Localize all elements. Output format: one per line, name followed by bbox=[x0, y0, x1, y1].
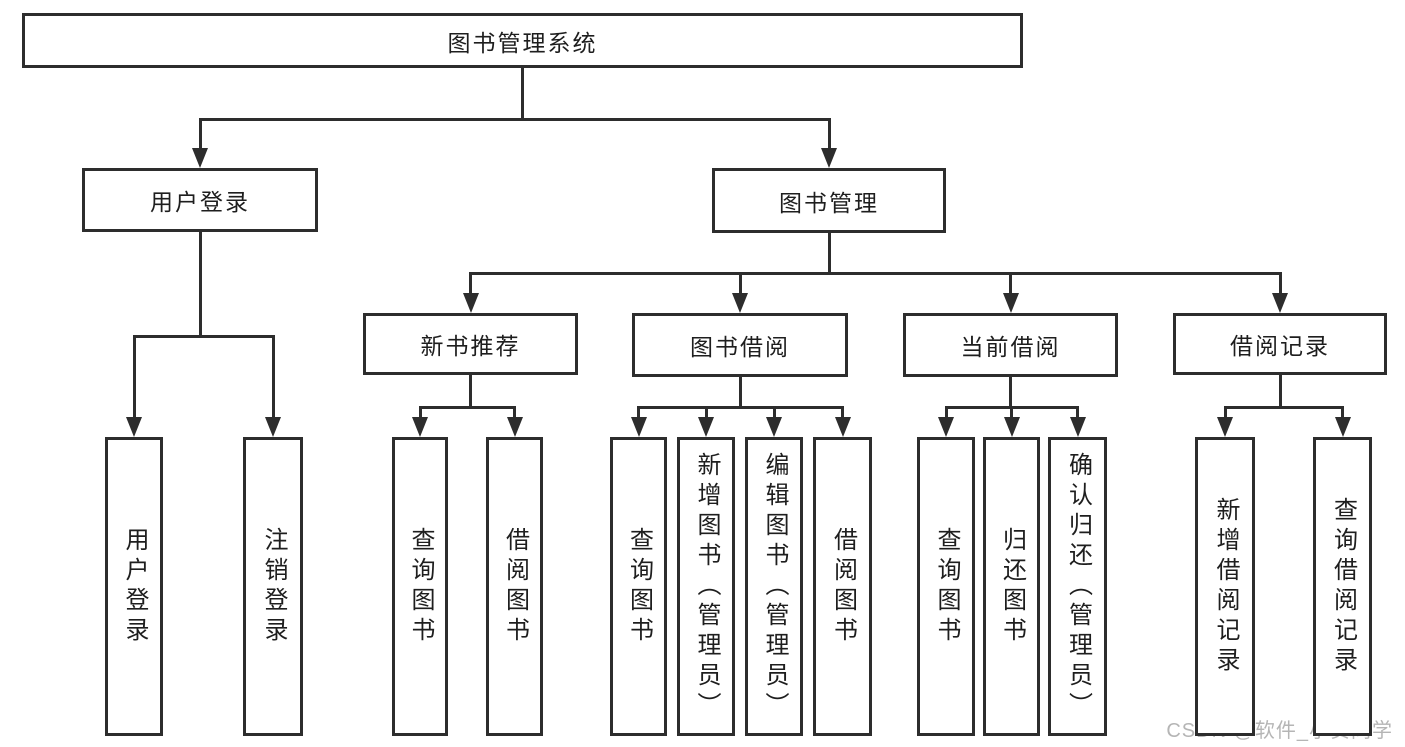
connector-drop-leaf-user-login bbox=[132, 336, 136, 423]
connector-stem-current-borrow bbox=[1009, 375, 1012, 407]
node-book-borrow: 图书借阅 bbox=[632, 313, 848, 377]
connector-drop-book-borrow bbox=[738, 273, 742, 299]
connector-stem-new-book-recommend bbox=[469, 373, 472, 407]
arrow-down-icon bbox=[1002, 293, 1019, 313]
node-label-leaf-edit-book: 编辑图书（管理员） bbox=[761, 451, 788, 722]
node-label-current-borrow: 当前借阅 bbox=[960, 334, 1061, 360]
node-leaf-query-book-1: 查询图书 bbox=[392, 437, 448, 736]
connector-stem-root bbox=[521, 66, 524, 119]
connector-stem-book-borrow bbox=[738, 375, 742, 407]
arrow-down-icon bbox=[698, 417, 714, 437]
node-current-borrow: 当前借阅 bbox=[903, 313, 1118, 377]
connector-stem-borrow-record bbox=[1278, 373, 1282, 407]
arrow-down-icon bbox=[834, 417, 851, 437]
arrow-down-icon bbox=[1334, 417, 1351, 437]
arrow-down-icon bbox=[1069, 417, 1086, 437]
node-label-leaf-logout: 注销登录 bbox=[260, 526, 287, 647]
connector-bar-new-book-recommend bbox=[418, 405, 516, 409]
node-label-new-book-recommend: 新书推荐 bbox=[420, 333, 521, 359]
node-leaf-add-borrow-record: 新增借阅记录 bbox=[1195, 437, 1255, 736]
arrow-down-icon bbox=[412, 417, 428, 437]
node-label-borrow-record: 借阅记录 bbox=[1230, 333, 1330, 359]
connector-drop-leaf-query-book-2 bbox=[637, 407, 640, 423]
connector-drop-new-book-recommend bbox=[469, 273, 472, 299]
node-new-book-recommend: 新书推荐 bbox=[363, 313, 578, 375]
arrow-down-icon bbox=[265, 417, 281, 437]
node-label-book-manage: 图书管理 bbox=[779, 189, 879, 216]
connector-bar-book-manage bbox=[469, 271, 1282, 275]
arrow-down-icon bbox=[821, 148, 837, 168]
node-leaf-query-borrow-record: 查询借阅记录 bbox=[1313, 437, 1372, 736]
connector-drop-user-login bbox=[198, 119, 202, 154]
connector-drop-book-manage bbox=[827, 119, 831, 154]
connector-drop-leaf-borrow-book-1 bbox=[513, 407, 516, 423]
arrow-down-icon bbox=[462, 293, 479, 313]
connector-bar-book-borrow bbox=[637, 405, 844, 409]
arrow-down-icon bbox=[506, 417, 523, 437]
arrow-down-icon bbox=[766, 417, 782, 437]
node-label-leaf-borrow-book-1: 借阅图书 bbox=[501, 526, 529, 647]
connector-drop-leaf-edit-book bbox=[772, 407, 776, 423]
node-book-manage: 图书管理 bbox=[712, 168, 946, 233]
node-leaf-query-book-3: 查询图书 bbox=[917, 437, 975, 736]
node-leaf-query-book-2: 查询图书 bbox=[610, 437, 667, 736]
node-label-leaf-add-borrow-record: 新增借阅记录 bbox=[1212, 496, 1239, 677]
node-leaf-edit-book: 编辑图书（管理员） bbox=[745, 437, 803, 736]
node-user-login: 用户登录 bbox=[82, 168, 318, 232]
node-leaf-borrow-book-2: 借阅图书 bbox=[813, 437, 872, 736]
node-leaf-user-login: 用户登录 bbox=[105, 437, 163, 736]
node-label-leaf-user-login: 用户登录 bbox=[121, 526, 148, 647]
node-label-leaf-borrow-book-2: 借阅图书 bbox=[829, 526, 857, 647]
connector-drop-leaf-logout bbox=[271, 336, 275, 423]
node-root: 图书管理系统 bbox=[22, 13, 1023, 68]
node-label-leaf-query-book-1: 查询图书 bbox=[407, 526, 434, 647]
node-label-root: 图书管理系统 bbox=[447, 29, 598, 56]
node-leaf-borrow-book-1: 借阅图书 bbox=[486, 437, 543, 736]
arrow-down-icon bbox=[1003, 417, 1020, 437]
node-label-leaf-query-borrow-record: 查询借阅记录 bbox=[1329, 496, 1357, 677]
node-label-user-login: 用户登录 bbox=[150, 189, 250, 215]
connector-stem-user-login bbox=[198, 230, 202, 336]
connector-drop-current-borrow bbox=[1009, 273, 1012, 299]
node-label-leaf-return-book: 归还图书 bbox=[998, 526, 1026, 647]
node-leaf-add-book: 新增图书（管理员） bbox=[677, 437, 735, 736]
node-label-leaf-query-book-2: 查询图书 bbox=[625, 526, 653, 647]
connector-drop-leaf-add-borrow-record bbox=[1223, 407, 1227, 423]
connector-drop-leaf-query-book-1 bbox=[418, 407, 422, 423]
connector-drop-leaf-query-borrow-record bbox=[1341, 407, 1344, 423]
node-label-leaf-add-book: 新增图书（管理员） bbox=[693, 451, 720, 722]
node-label-leaf-confirm-return: 确认归还（管理员） bbox=[1064, 451, 1092, 722]
node-borrow-record: 借阅记录 bbox=[1173, 313, 1387, 375]
arrow-down-icon bbox=[630, 417, 647, 437]
arrow-down-icon bbox=[1217, 417, 1233, 437]
connector-stem-book-manage bbox=[827, 231, 831, 273]
arrow-down-icon bbox=[126, 417, 142, 437]
node-label-book-borrow: 图书借阅 bbox=[690, 334, 790, 360]
arrow-down-icon bbox=[938, 417, 954, 437]
connector-drop-borrow-record bbox=[1278, 273, 1282, 299]
node-leaf-return-book: 归还图书 bbox=[983, 437, 1040, 736]
connector-drop-leaf-query-book-3 bbox=[944, 407, 948, 423]
connector-drop-leaf-confirm-return bbox=[1076, 407, 1079, 423]
connector-drop-leaf-borrow-book-2 bbox=[841, 407, 844, 423]
arrow-down-icon bbox=[1272, 293, 1288, 313]
connector-drop-leaf-add-book bbox=[704, 407, 708, 423]
node-label-leaf-query-book-3: 查询图书 bbox=[933, 526, 960, 647]
node-leaf-confirm-return: 确认归还（管理员） bbox=[1048, 437, 1107, 736]
connector-bar-borrow-record bbox=[1223, 405, 1344, 409]
connector-bar-root bbox=[198, 117, 831, 121]
arrow-down-icon bbox=[732, 293, 748, 313]
connector-drop-leaf-return-book bbox=[1010, 407, 1013, 423]
arrow-down-icon bbox=[192, 148, 208, 168]
connector-bar-user-login bbox=[132, 334, 275, 338]
node-leaf-logout: 注销登录 bbox=[243, 437, 303, 736]
